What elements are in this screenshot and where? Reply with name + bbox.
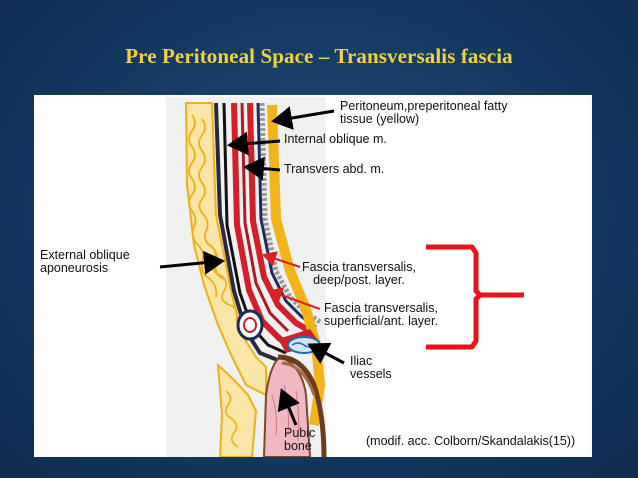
spermatic-cord-loop bbox=[236, 309, 264, 341]
label-internal-oblique: Internal oblique m. bbox=[284, 132, 387, 146]
arrow-fascia-superficial bbox=[268, 287, 321, 310]
label-fascia-superficial: Fascia transversalis, superficial/ant. l… bbox=[324, 301, 438, 328]
slide-title: Pre Peritoneal Space – Transversalis fas… bbox=[125, 44, 513, 68]
lower-fat-region bbox=[216, 362, 258, 457]
internal-oblique-border bbox=[222, 102, 287, 355]
peritoneum-layer bbox=[259, 102, 324, 326]
anatomy-diagram bbox=[159, 97, 524, 457]
bracket-fascia-layers bbox=[426, 244, 524, 350]
arrow-fascia-deep bbox=[262, 251, 301, 268]
internal-oblique-edge bbox=[240, 102, 290, 333]
label-fascia-deep: Fascia transversalis, deep/post. layer. bbox=[302, 260, 416, 287]
arrow-pubic-bone bbox=[277, 388, 300, 426]
arrow-external-oblique bbox=[159, 250, 225, 275]
label-transversus: Transvers abd. m. bbox=[284, 162, 385, 176]
arrow-iliac-vessels bbox=[307, 342, 345, 365]
arrow-peritoneum bbox=[271, 106, 335, 130]
arrow-internal-oblique bbox=[227, 131, 281, 156]
label-peritoneum: Peritoneum,preperitoneal fatty tissue (y… bbox=[340, 99, 508, 126]
label-external-oblique: External oblique aponeurosis bbox=[40, 248, 130, 275]
diagram-panel: Peritoneum,preperitoneal fatty tissue (y… bbox=[34, 95, 592, 457]
label-pubic-bone: Pubic bone bbox=[284, 426, 316, 453]
source-credit: (modif. acc. Colborn/Skandalakis(15)) bbox=[366, 434, 576, 448]
preperitoneal-fat bbox=[267, 104, 326, 426]
arrow-transversus bbox=[243, 156, 281, 181]
label-iliac-vessels: Iliac vessels bbox=[350, 354, 392, 381]
external-oblique-layer bbox=[214, 102, 281, 363]
